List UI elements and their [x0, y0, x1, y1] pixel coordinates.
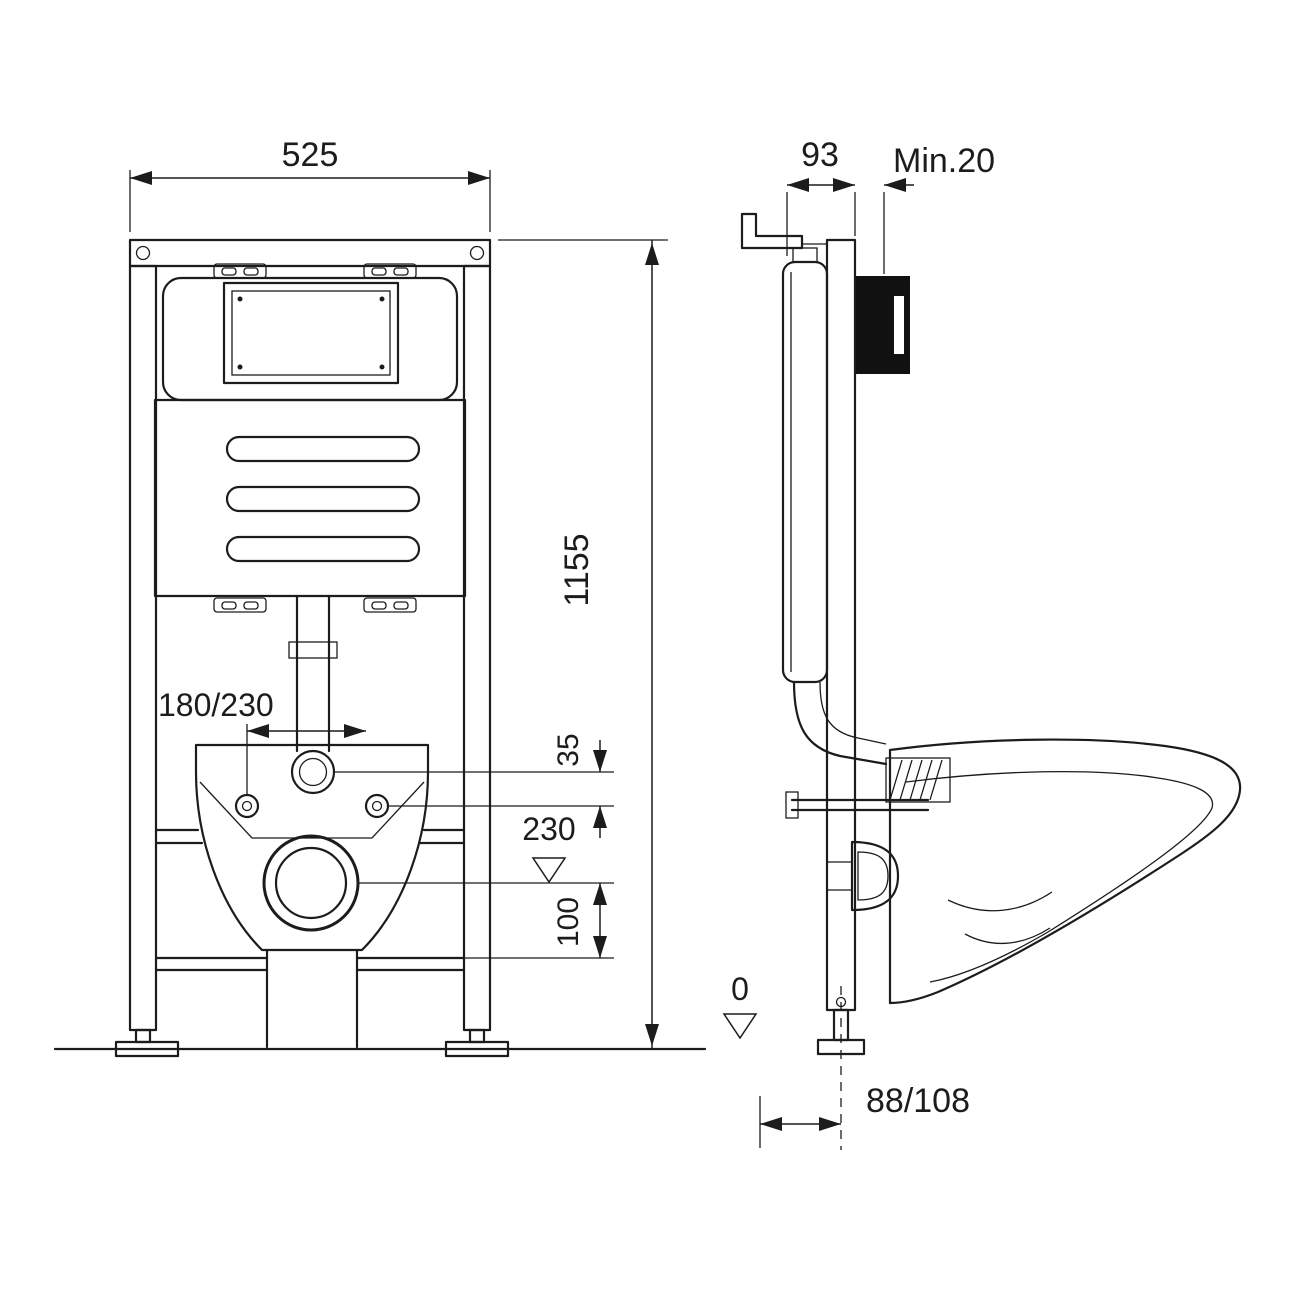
- drop-100-label: 100: [552, 897, 585, 947]
- drain-outlet: [262, 834, 360, 1049]
- min-wall-label: Min.20: [893, 142, 995, 180]
- bowl-mounting-template: [194, 743, 430, 952]
- dimension-offset-35: 35: [334, 733, 614, 838]
- dimension-outlet-height-230: 230: [358, 811, 614, 884]
- front-view: 525 1155 180/230 35: [53, 136, 707, 1058]
- dimension-width-525: 525: [129, 136, 491, 232]
- concealed-cistern: [153, 398, 467, 598]
- cistern-profile: [781, 247, 829, 684]
- fixing-bolt-holes: [234, 793, 390, 819]
- mounting-frame-outline: [128, 238, 492, 1032]
- side-view: 93 Min.20 0 88/108: [722, 136, 1242, 1150]
- dimension-depth-93: 93: [786, 136, 856, 256]
- lower-bracket-slots: [213, 597, 417, 613]
- outlet-distance-label: 88/108: [866, 1082, 970, 1120]
- width-label: 525: [282, 136, 339, 174]
- bolt-spacing-label: 180/230: [158, 687, 274, 723]
- access-panel: [161, 276, 459, 402]
- floor-level-label: 0: [731, 971, 749, 1007]
- dimension-drop-100: 100: [464, 883, 614, 959]
- toilet-bowl-profile: [888, 738, 1242, 1005]
- outlet-height-label: 230: [522, 811, 575, 847]
- dimension-height-1155: 1155: [498, 239, 668, 1049]
- flush-pipe: [288, 594, 338, 795]
- dimension-bolt-spacing: 180/230: [158, 687, 366, 795]
- floor-datum: 0: [722, 971, 758, 1040]
- height-label: 1155: [558, 533, 596, 606]
- depth-93-label: 93: [801, 136, 839, 174]
- dimension-min-wall: Min.20: [883, 142, 995, 274]
- offset-35-label: 35: [552, 733, 585, 766]
- frame-feet: [114, 1028, 510, 1058]
- frame-crossbars: [154, 828, 466, 972]
- outlet-connector: [826, 840, 900, 912]
- fixing-rod: [785, 791, 930, 819]
- flush-elbow: [792, 680, 888, 766]
- threaded-inlet: [885, 757, 951, 803]
- wall-bracket: [740, 212, 827, 250]
- side-rail: [816, 238, 866, 1150]
- dimension-outlet-distance: 88/108: [759, 1082, 970, 1148]
- wall-section-block: [856, 276, 910, 374]
- upper-bracket-slots: [213, 263, 417, 279]
